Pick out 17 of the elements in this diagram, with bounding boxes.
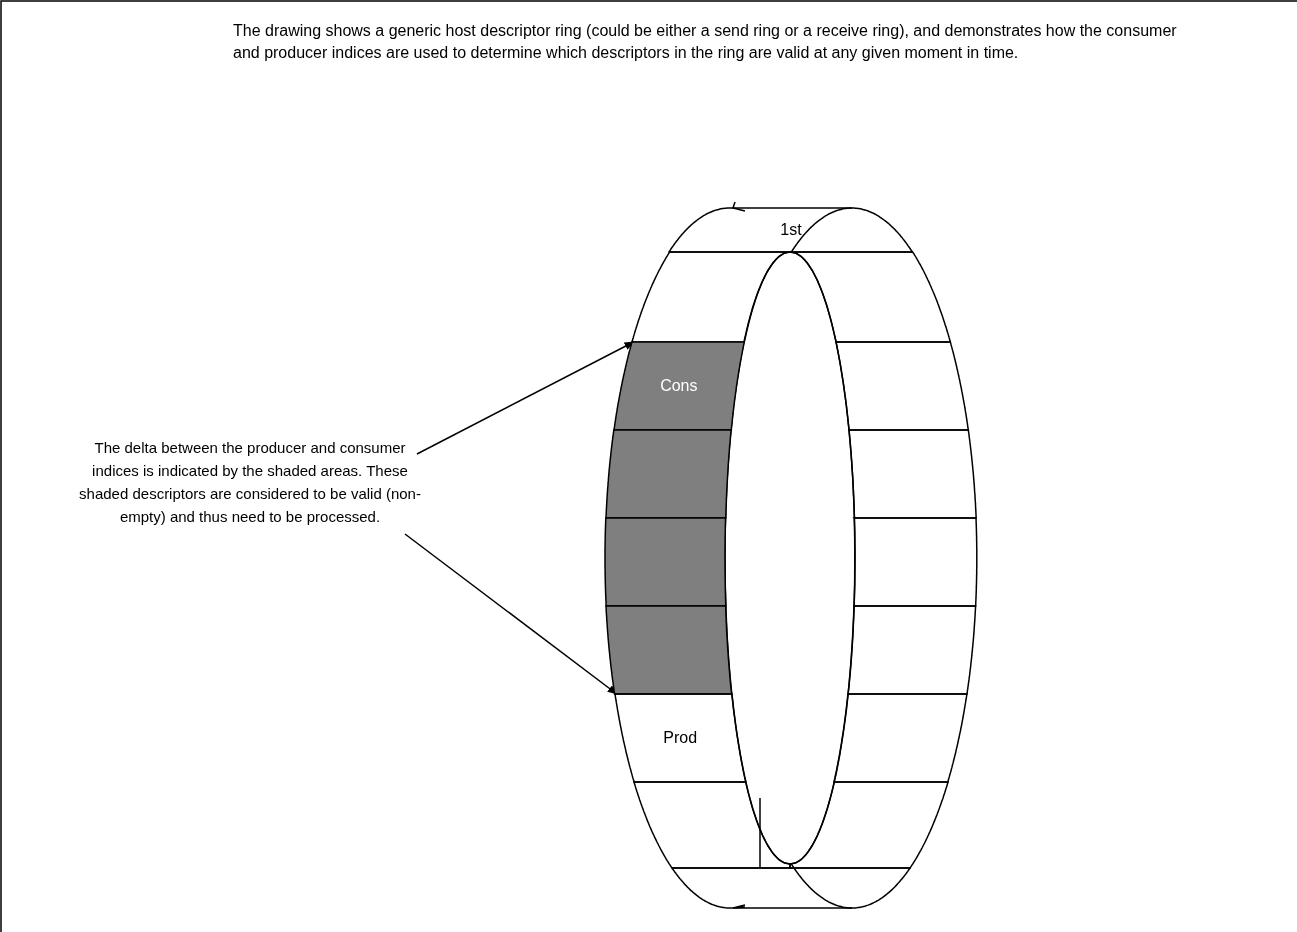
descriptor-slot [790,782,949,868]
descriptor-slot [848,606,976,694]
shaded-descriptor-slot [606,606,732,694]
descriptor-slot [854,518,977,606]
shaded-descriptor-slot [605,430,731,518]
descriptor-slot [633,782,790,868]
descriptor-slot: Prod [614,694,746,782]
descriptor-slot [836,342,969,430]
descriptor-slot [834,694,968,782]
descriptor-slot: 1st [669,208,913,252]
note-text: The delta between the producer and consumer indices is indicated by the shaded areas. These shaded descriptors are considered to be valid (non-empty) and thus need to be processed. [75,436,425,528]
descriptor-slot [671,868,910,908]
descriptor-slot [790,252,951,342]
shaded-descriptor-slot: Cons [613,342,744,430]
caption-text: The drawing shows a generic host descriptor ring (could be either a send ring or a receive ring), and demonstrates how the consumer and producer indices are used to determine which descriptors in the ring are valid at any given moment in time. [233,21,1178,63]
shaded-descriptor-slot [605,518,726,606]
descriptor-slot [849,430,977,518]
